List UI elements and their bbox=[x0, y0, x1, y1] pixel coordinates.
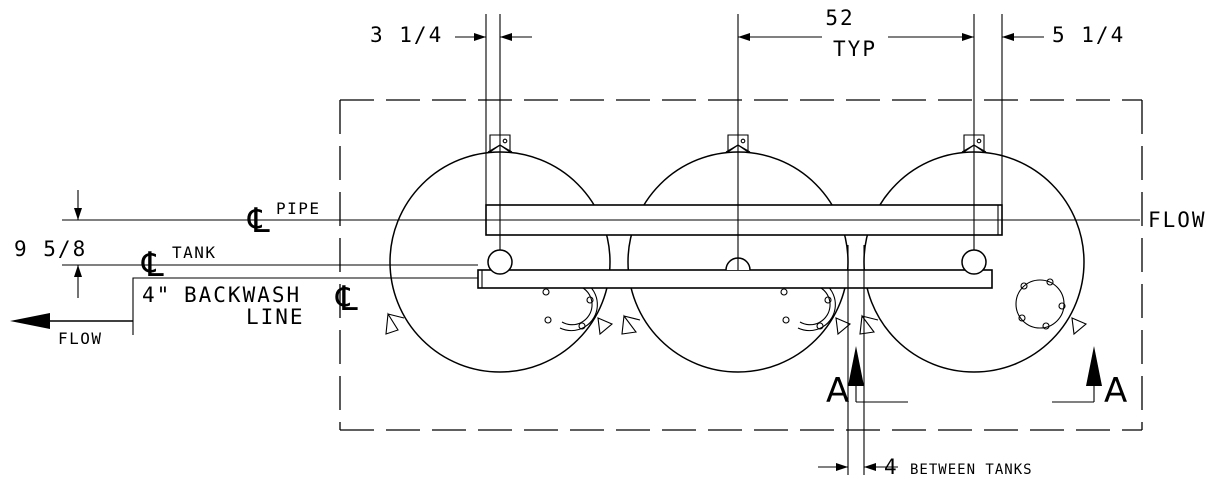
dim-between-tanks-note: BETWEEN TANKS bbox=[910, 462, 1033, 478]
centerline-symbol-pipe: ℄ bbox=[247, 201, 270, 241]
flow-arrows bbox=[10, 313, 133, 329]
section-mark-left: A bbox=[826, 371, 849, 411]
tank-nozzles bbox=[487, 249, 987, 275]
backwash-pipe bbox=[477, 269, 993, 289]
dim-left-offset: 3 1/4 bbox=[370, 23, 443, 47]
centerline-symbol-tank: ℄ bbox=[141, 245, 164, 285]
centerlines bbox=[62, 14, 1140, 475]
tank-centerline-label: TANK bbox=[172, 243, 217, 262]
dimension-arrows bbox=[74, 33, 1044, 471]
centerline-symbol-backwash: ℄ bbox=[335, 279, 358, 319]
lifting-lugs-top bbox=[487, 134, 987, 154]
flow-out-arrow bbox=[10, 313, 50, 329]
manway-tank-3 bbox=[1015, 278, 1066, 330]
flow-out-label: FLOW bbox=[58, 329, 103, 348]
flow-in-label: FLOW bbox=[1148, 208, 1207, 232]
dim-right-offset: 5 1/4 bbox=[1052, 23, 1125, 47]
dim-center-spacing-note: TYP bbox=[833, 37, 877, 61]
backwash-size: 4" bbox=[142, 283, 171, 307]
pipe-centerline-label: PIPE bbox=[276, 199, 321, 218]
backwash-word1: BACKWASH bbox=[184, 283, 301, 307]
dim-vertical-offset: 9 5/8 bbox=[14, 237, 87, 261]
backwash-word2: LINE bbox=[246, 305, 305, 329]
backwash-route bbox=[132, 277, 478, 335]
dim-center-spacing: 52 bbox=[825, 6, 854, 30]
lifting-lugs-side bbox=[385, 312, 1088, 336]
section-mark-right: A bbox=[1104, 371, 1127, 411]
dim-between-tanks-value: 4 bbox=[884, 455, 899, 479]
section-markers bbox=[848, 346, 1102, 403]
